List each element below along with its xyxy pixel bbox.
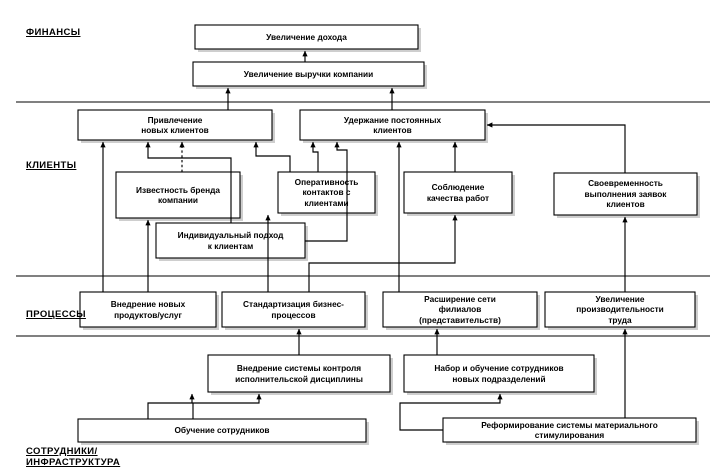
edge-individual-to-retain [305, 141, 348, 242]
perspective-dividers [16, 101, 710, 337]
node-label-attract-new-clients: Привлечение новых клиентов [78, 110, 272, 140]
node-box-attract-new-clients[interactable] [77, 109, 273, 141]
edge-standardize-to-quality [308, 214, 458, 292]
node-box-labor-productivity[interactable] [544, 291, 696, 328]
node-box-new-products[interactable] [79, 291, 217, 328]
perspective-label-clients: КЛИЕНТЫ [26, 160, 77, 171]
node-label-new-products: Внедрение новых продуктов/услуг [80, 292, 216, 327]
node-label-text: Набор и обучение сотрудников новых подра… [434, 363, 564, 384]
node-box-standardize-process[interactable] [221, 291, 366, 328]
node-label-company-turnover: Увеличение выручки компании [193, 62, 424, 86]
node-box-timely-orders[interactable] [553, 172, 698, 216]
box-outlines [77, 24, 698, 443]
node-box-hire-train-staff[interactable] [403, 354, 595, 393]
node-box-brand-awareness[interactable] [115, 171, 241, 219]
node-label-text: Соблюдение качества работ [426, 182, 490, 203]
node-label-individual-approach: Индивидуальный подход к клиентам [156, 223, 305, 258]
edge-training-to-newproducts [147, 393, 195, 419]
perspective-label-staff: СОТРУДНИКИ/ ИНФРАСТРУКТУРА [26, 446, 121, 468]
perspective-label-processes: ПРОЦЕССЫ [26, 309, 86, 320]
node-label-text: Расширение сети филиалов (представительс… [419, 293, 501, 325]
connectors [100, 50, 628, 431]
node-box-individual-approach[interactable] [155, 222, 306, 259]
node-label-retain-clients: Удержание постоянных клиентов [300, 110, 485, 140]
node-label-contact-efficiency: Оперативность контактов с клиентами [278, 172, 375, 213]
node-label-discipline-control: Внедрение системы контроля исполнительск… [208, 355, 390, 392]
node-label-text: Внедрение новых продуктов/услуг [110, 299, 186, 320]
node-label-text: Известность бренда компании [135, 184, 220, 206]
node-label-brand-awareness: Известность бренда компании [116, 172, 240, 218]
node-label-revenue-growth: Увеличение дохода [195, 25, 418, 49]
node-label-text: Привлечение новых клиентов [141, 114, 209, 136]
node-box-revenue-growth[interactable] [194, 24, 419, 50]
node-box-discipline-control[interactable] [207, 354, 391, 393]
edge-contact-to-retain [310, 141, 319, 172]
node-label-text: Обучение сотрудников [174, 425, 270, 436]
node-label-standardize-process: Стандартизация бизнес- процессов [222, 292, 365, 327]
node-box-retain-clients[interactable] [299, 109, 486, 141]
node-label-work-quality: Соблюдение качества работ [404, 172, 512, 213]
node-label-staff-training: Обучение сотрудников [78, 419, 366, 442]
node-label-text: Увеличение дохода [266, 31, 347, 42]
node-box-company-turnover[interactable] [192, 61, 425, 87]
edge-training-to-discipline [192, 393, 262, 419]
node-box-staff-training[interactable] [77, 418, 367, 443]
node-label-text: Стандартизация бизнес- процессов [243, 299, 344, 320]
node-label-text: Индивидуальный подход к клиентам [177, 230, 284, 251]
node-label-text: Оперативность контактов с клиентами [294, 176, 359, 208]
edge-timely-to-retain [486, 122, 626, 173]
node-box-incentive-reform[interactable] [442, 417, 697, 443]
node-label-text: Внедрение системы контроля исполнительск… [235, 363, 363, 384]
node-label-labor-productivity: Увеличение производительности труда [545, 292, 695, 327]
node-box-work-quality[interactable] [403, 171, 513, 214]
node-box-branch-network[interactable] [382, 291, 538, 328]
node-label-text: Увеличение производительности труда [576, 293, 664, 325]
edge-incentive-to-hiring [399, 393, 503, 431]
node-label-timely-orders: Своевременность выполнения заявок клиент… [554, 173, 697, 215]
edge-individual-to-attract [145, 141, 232, 223]
node-label-branch-network: Расширение сети филиалов (представительс… [383, 292, 537, 327]
node-label-text: Удержание постоянных клиентов [343, 114, 442, 136]
perspective-label-finance: ФИНАНСЫ [26, 27, 81, 38]
node-box-contact-efficiency[interactable] [277, 171, 376, 214]
node-label-text: Реформирование системы материального сти… [481, 419, 658, 441]
node-label-text: Своевременность выполнения заявок клиент… [584, 178, 667, 210]
node-label-text: Увеличение выручки компании [243, 68, 374, 79]
edge-contact-to-attract [253, 141, 291, 172]
node-label-incentive-reform: Реформирование системы материального сти… [443, 418, 696, 442]
node-label-hire-train-staff: Набор и обучение сотрудников новых подра… [404, 355, 594, 392]
